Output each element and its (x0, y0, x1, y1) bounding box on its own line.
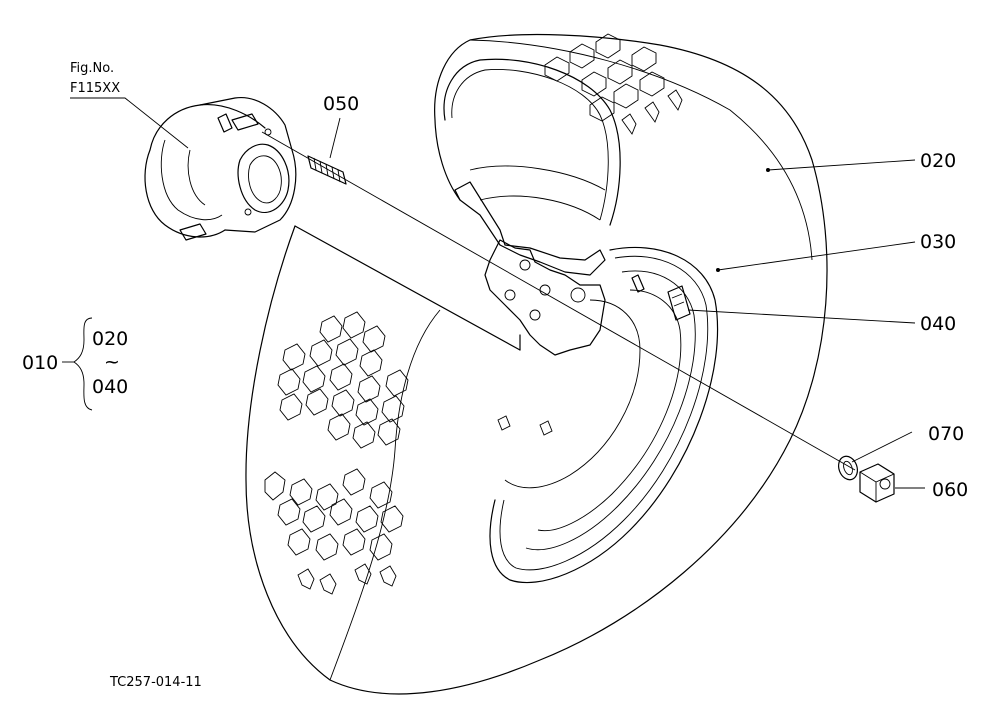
callout-020: 020 (920, 150, 956, 172)
fig-no-value: F115XX (70, 81, 120, 96)
leader-070 (851, 431, 913, 463)
leader-fig-no (70, 97, 189, 149)
group-label-010: 010 (22, 352, 58, 374)
callout-040: 040 (920, 313, 956, 335)
callout-060: 060 (932, 479, 968, 501)
callout-030: 030 (920, 231, 956, 253)
leader-050 (329, 117, 341, 159)
callout-050: 050 (323, 93, 359, 115)
leader-040 (687, 309, 916, 324)
group-brace (73, 317, 93, 411)
assembly-group-bracket (62, 317, 93, 411)
tire-part-020 (245, 33, 828, 695)
tread-lugs-upper (544, 33, 683, 135)
tread-lugs-lower (264, 311, 409, 595)
washer-part-070 (837, 455, 859, 481)
leader-020 (767, 159, 916, 171)
group-range-symbol: ~ (104, 351, 120, 373)
assembly-centre-line (261, 131, 856, 471)
nut-part-060 (859, 463, 895, 503)
group-range-end: 040 (92, 376, 128, 398)
wheel-hub-assembly (144, 97, 297, 241)
rim-part-030 (484, 239, 719, 584)
leader-030 (717, 241, 916, 271)
group-range-start: 020 (92, 328, 128, 350)
valve-part-040 (631, 274, 691, 321)
drawing-code: TC257-014-11 (109, 675, 202, 690)
fig-no-label: Fig.No. (70, 61, 114, 76)
callout-070: 070 (928, 423, 964, 445)
stud-bolt-part-050 (307, 155, 347, 185)
dot-030 (716, 268, 720, 272)
dot-020 (766, 168, 770, 172)
leader-lines (70, 97, 925, 489)
